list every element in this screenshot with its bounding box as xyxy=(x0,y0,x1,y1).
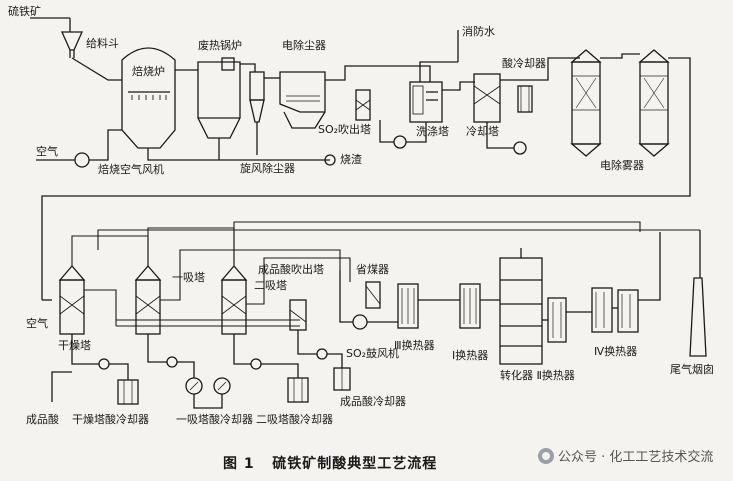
label-roaster-air-fan: 焙烧空气风机 xyxy=(98,163,164,176)
label-dry-acid-cooler: 干燥塔酸冷却器 xyxy=(72,413,149,426)
label-waste-heat-boiler: 废热锅炉 xyxy=(198,39,242,52)
cooling-tower xyxy=(473,73,501,123)
label-acid-cooler: 酸冷却器 xyxy=(502,57,546,70)
label-product-acid-cooler: 成品酸冷却器 xyxy=(340,395,406,408)
absorber1-acid-cooler xyxy=(185,377,231,395)
label-cooling-tower: 冷却塔 xyxy=(466,125,499,138)
label-hx3: Ⅲ换热器 xyxy=(394,339,435,352)
label-stack: 尾气烟囱 xyxy=(670,363,714,376)
second-absorber xyxy=(220,265,248,335)
label-pyrite: 硫铁矿 xyxy=(8,5,41,18)
wechat-icon xyxy=(538,447,554,464)
label-so2-stripper: SO₂吹出塔 xyxy=(318,123,372,136)
drying-tower xyxy=(58,265,86,335)
label-economizer: 省煤器 xyxy=(356,263,389,276)
electrostatic-precipitator xyxy=(279,71,326,129)
acid-cooler-top xyxy=(517,85,533,113)
label-cinder: 烧渣 xyxy=(340,153,362,166)
label-drying-tower: 干燥塔 xyxy=(58,339,91,352)
label-so2-blower: SO₂鼓风机 xyxy=(346,347,400,360)
label-hx1: Ⅰ换热器 xyxy=(452,349,489,362)
label-abs2-acid-cooler: 二吸塔酸冷却器 xyxy=(256,413,333,426)
label-second-absorber: 二吸塔 xyxy=(254,279,287,292)
watermark: 公众号 · 化工工艺技术交流 xyxy=(538,446,713,465)
label-feed-hopper: 给料斗 xyxy=(86,37,119,50)
label-air-top: 空气 xyxy=(36,145,58,158)
heat-exchanger-4 xyxy=(591,287,639,333)
heat-exchanger-2 xyxy=(547,297,567,343)
hopper-to-roaster-line xyxy=(71,57,122,81)
pump-row xyxy=(98,348,328,370)
roaster-air-fan xyxy=(74,152,90,168)
label-mist-esp: 电除雾器 xyxy=(600,159,644,172)
heat-exchanger-1 xyxy=(459,283,481,329)
label-roaster: 焙烧炉 xyxy=(132,65,165,78)
label-esp: 电除尘器 xyxy=(282,39,326,52)
feed-hopper xyxy=(60,31,84,58)
drying-acid-cooler xyxy=(117,379,139,405)
figure-title: 硫铁矿制酸典型工艺流程 xyxy=(272,456,438,472)
label-cyclone: 旋风除尘器 xyxy=(240,162,295,175)
washing-pump xyxy=(393,135,407,149)
figure-number: 图 1 xyxy=(223,456,255,472)
washing-tower xyxy=(409,81,443,123)
so2-blower xyxy=(352,314,368,330)
economizer xyxy=(365,281,381,309)
so2-stripper-top xyxy=(355,89,371,121)
label-washing-tower: 洗涤塔 xyxy=(416,125,449,138)
label-air-bottom: 空气 xyxy=(26,317,48,330)
tail-gas-stack xyxy=(689,277,707,357)
cooling-pump xyxy=(513,141,527,155)
product-acid-cooler-bottom xyxy=(333,367,351,391)
roaster-furnace xyxy=(121,47,176,149)
first-absorber xyxy=(134,265,162,335)
label-hx4: Ⅳ换热器 xyxy=(594,345,638,358)
label-product-acid: 成品酸 xyxy=(26,413,59,426)
waste-heat-boiler xyxy=(197,57,241,139)
label-converter-hx2: 转化器 Ⅱ换热器 xyxy=(500,369,575,382)
mist-esp-2 xyxy=(638,49,670,157)
watermark-text: 公众号 · 化工工艺技术交流 xyxy=(558,450,714,465)
label-first-absorber: 一吸塔 xyxy=(172,271,205,284)
label-fire-water: 消防水 xyxy=(462,25,495,38)
cinder-conveyor xyxy=(324,154,336,166)
cyclone-separator xyxy=(249,71,265,155)
heat-exchanger-3 xyxy=(397,283,419,329)
label-abs1-acid-cooler: 一吸塔酸冷却器 xyxy=(176,413,253,426)
label-product-stripper: 成品酸吹出塔 xyxy=(258,263,324,276)
converter xyxy=(499,248,543,365)
absorber2-acid-cooler xyxy=(287,377,309,403)
figure-caption: 图 1 硫铁矿制酸典型工艺流程 xyxy=(223,453,437,473)
mist-esp-1 xyxy=(570,49,602,157)
